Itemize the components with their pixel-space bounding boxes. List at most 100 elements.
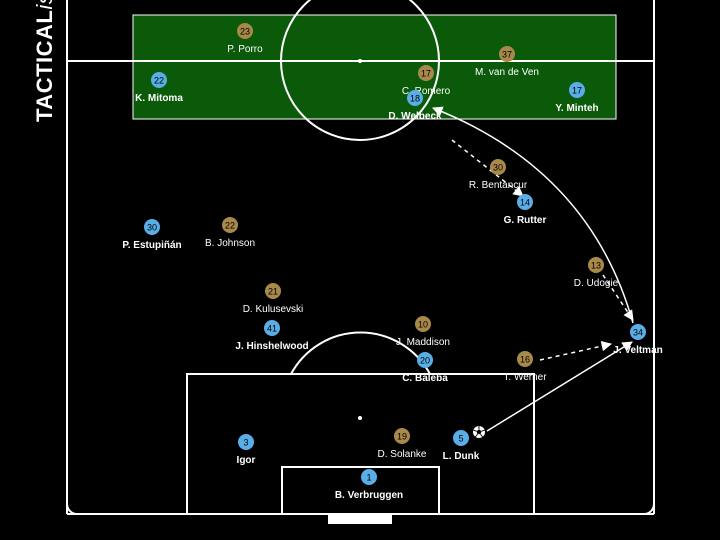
player-number: 22 — [154, 76, 164, 86]
player-name: Y. Minteh — [555, 103, 598, 114]
goal — [328, 514, 392, 524]
player-name: D. Welbeck — [388, 111, 442, 122]
player-number: 41 — [267, 324, 277, 334]
player-dot — [453, 430, 469, 446]
pass-arrow-veltman-welbeck — [432, 106, 634, 324]
player-dot — [569, 82, 585, 98]
player-name: B. Verbruggen — [335, 490, 403, 501]
player-number: 19 — [397, 432, 407, 442]
player-name: J. Hinshelwood — [235, 341, 308, 352]
player-name: D. Solanke — [378, 449, 427, 460]
player-marker-gold: 22 B. Johnson — [205, 217, 255, 249]
player-name: P. Porro — [227, 44, 263, 55]
player-number: 1 — [366, 473, 371, 483]
player-name: D. Udogie — [574, 278, 619, 289]
player-marker-blue: 14 G. Rutter — [504, 194, 547, 226]
penalty-spot — [358, 416, 362, 420]
player-dot — [361, 469, 377, 485]
player-marker-blue: 5 L. Dunk — [443, 430, 480, 462]
player-name: Igor — [237, 455, 256, 466]
player-name: B. Johnson — [205, 238, 255, 249]
run-arrow-werner — [539, 340, 613, 361]
player-name: G. Rutter — [504, 215, 547, 226]
player-marker-gold: 10 J. Maddison — [396, 316, 450, 348]
player-number: 17 — [421, 69, 431, 79]
player-marker-blue: 41 J. Hinshelwood — [235, 320, 309, 352]
player-number: 23 — [240, 27, 250, 37]
player-dot — [222, 217, 238, 233]
corner-arc-right — [643, 503, 655, 515]
player-name: T. Werner — [503, 372, 547, 383]
player-marker-blue: 20 C. Baleba — [402, 352, 448, 384]
player-dot — [264, 320, 280, 336]
player-number: 30 — [493, 163, 503, 173]
run-arrow-rutter — [451, 139, 524, 197]
player-marker-blue: 22 K. Mitoma — [135, 72, 183, 104]
arrows — [432, 106, 634, 432]
player-name: C. Romero — [402, 86, 451, 97]
player-name: M. van de Ven — [475, 67, 539, 78]
player-name: L. Dunk — [443, 451, 480, 462]
player-name: J. Veltman — [613, 345, 662, 356]
player-dot — [394, 428, 410, 444]
centre-spot — [358, 59, 362, 63]
player-name: P. Estupiñán — [122, 240, 181, 251]
player-number: 22 — [225, 221, 235, 231]
player-number: 21 — [268, 287, 278, 297]
player-marker-blue: 30 P. Estupiñán — [122, 219, 182, 251]
player-dot — [144, 219, 160, 235]
player-dot — [415, 316, 431, 332]
player-number: 3 — [243, 438, 248, 448]
player-number: 20 — [420, 356, 430, 366]
player-dot — [418, 65, 434, 81]
player-number: 18 — [410, 94, 420, 104]
player-marker-gold: 30 R. Bentancur — [469, 159, 528, 191]
corner-arc-left — [66, 503, 78, 515]
player-marker-gold: 37 M. van de Ven — [475, 46, 539, 78]
player-marker-gold: 16 T. Werner — [503, 351, 547, 383]
player-number: 34 — [633, 328, 643, 338]
player-name: J. Maddison — [396, 337, 450, 348]
player-number: 13 — [591, 261, 601, 271]
player-number: 16 — [520, 355, 530, 365]
player-marker-gold: 19 D. Solanke — [378, 428, 427, 460]
football-icon — [472, 425, 486, 439]
player-dot — [151, 72, 167, 88]
player-name: C. Baleba — [402, 373, 448, 384]
centre-circle — [280, 0, 440, 141]
player-number: 30 — [147, 223, 157, 233]
player-dot — [517, 351, 533, 367]
player-dot — [630, 324, 646, 340]
player-dot — [490, 159, 506, 175]
player-marker-blue: 17 Y. Minteh — [555, 82, 599, 114]
player-number: 17 — [572, 86, 582, 96]
pass-arrow-dunk-veltman — [486, 341, 633, 432]
player-marker-gold: 13 D. Udogie — [574, 257, 619, 289]
player-number: 10 — [418, 320, 428, 330]
player-dot — [417, 352, 433, 368]
player-marker-gold: 17 C. Romero — [402, 65, 451, 97]
player-marker-blue: 1 B. Verbruggen — [335, 469, 403, 501]
player-dot — [407, 90, 423, 106]
player-number: 14 — [520, 198, 530, 208]
player-marker-blue: 18 D. Welbeck — [388, 90, 442, 122]
player-dot — [237, 23, 253, 39]
run-arrow-udogie — [602, 274, 634, 321]
player-dot — [588, 257, 604, 273]
player-dot — [499, 46, 515, 62]
player-marker-blue: 34 J. Veltman — [613, 324, 663, 356]
player-marker-gold: 21 D. Kulusevski — [243, 283, 304, 315]
player-number: 37 — [502, 50, 512, 60]
player-name: R. Bentancur — [469, 180, 528, 191]
player-dot — [238, 434, 254, 450]
player-number: 5 — [458, 434, 463, 444]
player-name: D. Kulusevski — [243, 304, 304, 315]
penalty-arc — [290, 331, 431, 375]
player-dot — [517, 194, 533, 210]
player-dot — [265, 283, 281, 299]
highlight-zone — [132, 14, 617, 120]
player-name: K. Mitoma — [135, 93, 183, 104]
